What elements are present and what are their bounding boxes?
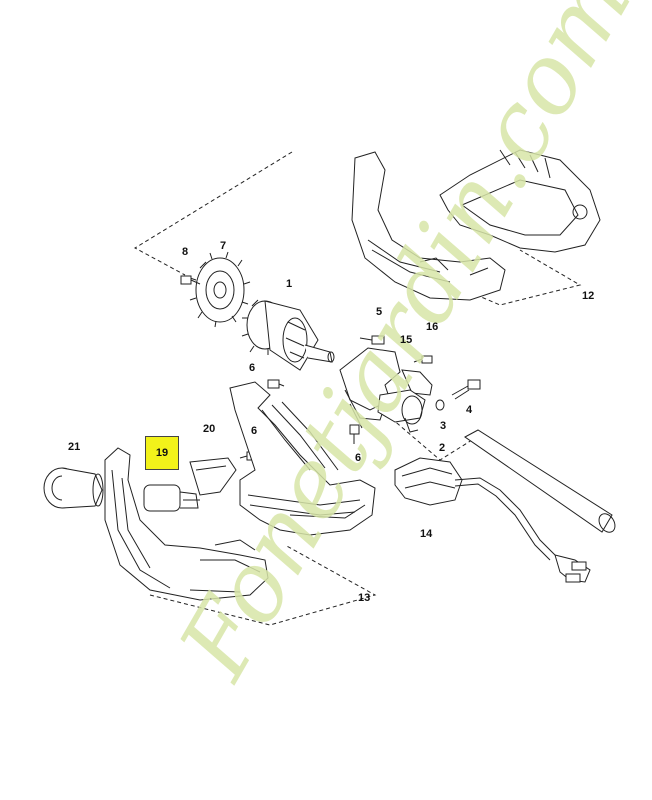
label-part-6c: 6 [355, 452, 362, 464]
part-4-bolt [451, 379, 481, 400]
part-7-fan-wheel [189, 251, 251, 328]
part-16-screw [413, 355, 433, 364]
label-part-13: 13 [358, 592, 371, 604]
label-part-5: 5 [376, 306, 383, 318]
label-part-16: 16 [426, 321, 439, 333]
part-15-bracket [339, 347, 433, 433]
label-part-19: 19 [155, 447, 169, 459]
label-part-8: 8 [182, 246, 189, 258]
part-19-switch [143, 484, 200, 512]
label-part-2: 2 [439, 442, 446, 454]
part-14-switch-assembly [394, 457, 556, 561]
leader-line-top [133, 151, 293, 276]
label-part-7: 7 [220, 240, 227, 252]
label-part-20: 20 [203, 423, 216, 435]
part-13-handle-half [229, 381, 376, 536]
label-part-1: 1 [286, 278, 293, 290]
label-part-14: 14 [420, 528, 433, 540]
label-part-19-highlight: 19 [145, 436, 179, 470]
watermark-logo: Fonetjardin.com [157, 0, 652, 698]
cable-connector [554, 554, 591, 583]
part-12-handle-housing [351, 149, 601, 301]
label-part-6b: 6 [251, 425, 258, 437]
part-21-socket [43, 467, 104, 509]
leader-line-13 [149, 544, 377, 626]
part-20-cover-plate [189, 457, 237, 496]
label-part-21: 21 [68, 441, 81, 453]
part-3-washer [435, 399, 445, 411]
part-1-armature [241, 299, 335, 371]
label-part-3: 3 [440, 420, 447, 432]
part-6a-screw [267, 379, 285, 389]
label-part-6a: 6 [249, 362, 256, 374]
label-part-15: 15 [400, 334, 413, 346]
label-part-4: 4 [466, 404, 473, 416]
label-part-12: 12 [582, 290, 595, 302]
part-6c-screw [349, 424, 360, 444]
part-2-tube [464, 429, 616, 533]
part-5-screw [359, 335, 385, 345]
part-13-lower-grip [104, 447, 269, 601]
svg-text:Fonetjardin.com: Fonetjardin.com [157, 0, 652, 698]
part-8-screw [180, 275, 201, 285]
